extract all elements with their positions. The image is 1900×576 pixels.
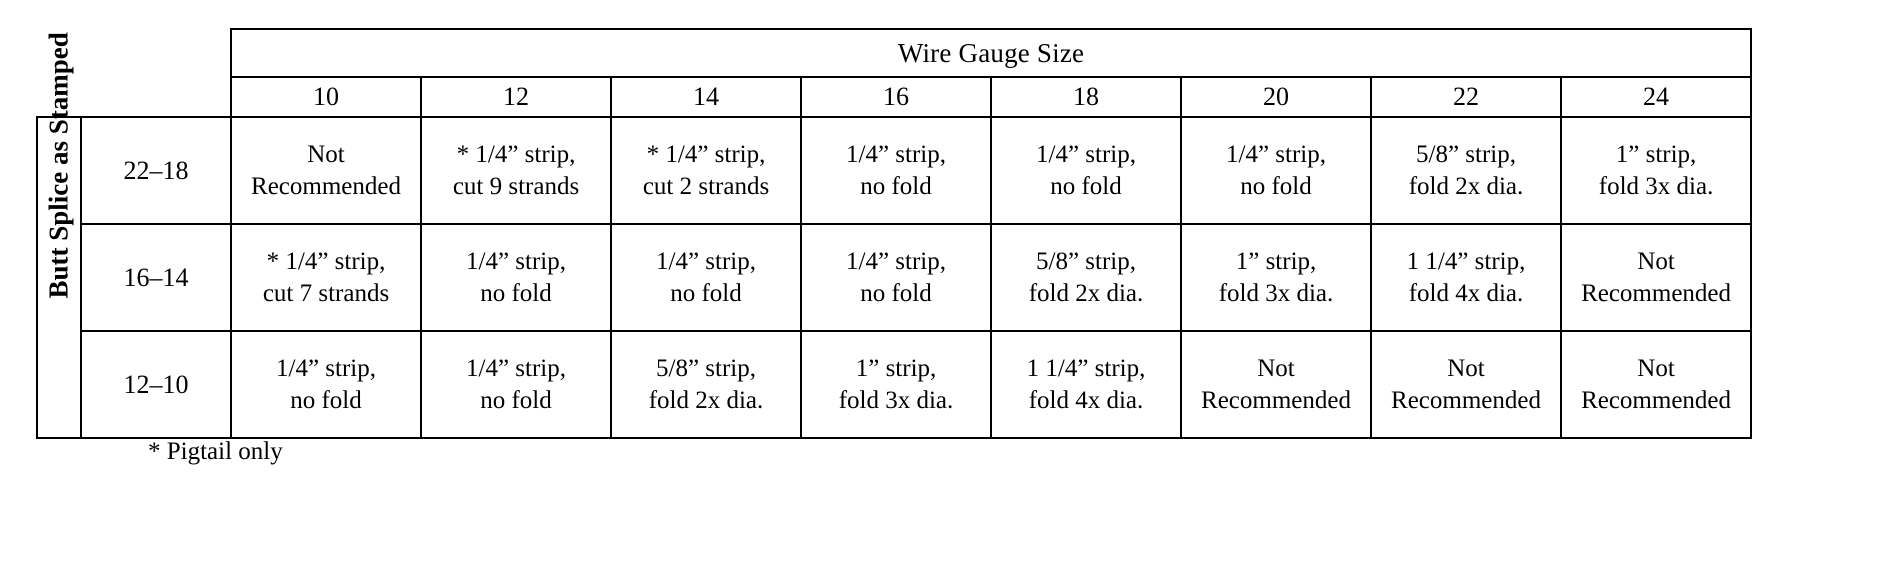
cell-line-2: no fold (860, 172, 932, 200)
cell-12-10-gauge-22: Not Recommended (1370, 330, 1562, 439)
cell-line-1: 1” strip, (1235, 248, 1317, 276)
cell-16-14-gauge-18: 5/8” strip, fold 2x dia. (990, 223, 1182, 332)
cell-line-2: no fold (480, 386, 552, 414)
cell-line-1: 1” strip, (1615, 141, 1697, 169)
cell-12-10-gauge-24: Not Recommended (1559, 330, 1753, 439)
cell-line-2: Recommended (1201, 386, 1351, 414)
cell-line-1: 5/8” strip, (1036, 248, 1136, 276)
cell-line-2: no fold (670, 279, 742, 307)
cell-line-2: cut 2 strands (642, 172, 770, 200)
cell-line-1: 1/4” strip, (846, 248, 946, 276)
cell-16-14-gauge-10: * 1/4” strip, cut 7 strands (230, 223, 422, 332)
cell-22-18-gauge-22: 5/8” strip, fold 2x dia. (1370, 116, 1562, 225)
footnote-pigtail-only: * Pigtail only (148, 438, 283, 465)
column-header-gauge-16: 16 (800, 76, 992, 118)
cell-line-1: * 1/4” strip, (266, 248, 386, 276)
column-header-gauge-14: 14 (610, 76, 802, 118)
corner-blank-mid-rowlabel (81, 77, 231, 117)
table-row: Butt Splice as Stamped 22–18 Not Recomme… (36, 32, 1753, 439)
cell-line-1: * 1/4” strip, (646, 141, 766, 169)
cell-16-14-gauge-16: 1/4” strip, no fold (800, 223, 992, 332)
cell-line-2: no fold (1050, 172, 1122, 200)
cell-line-2: no fold (290, 386, 362, 414)
gauge-header-row: 10 12 14 16 18 20 22 24 (37, 76, 1753, 118)
cell-line-1: 1/4” strip, (656, 248, 756, 276)
row-header-12-10: 12–10 (80, 330, 232, 439)
column-header-gauge-24: 24 (1559, 76, 1753, 118)
cell-line-1: 1/4” strip, (276, 355, 376, 383)
cell-12-10-gauge-20: Not Recommended (1180, 330, 1372, 439)
wire-gauge-table-wrapper: Wire Gauge Size 10 12 14 16 18 20 22 24 (36, 28, 1753, 439)
cell-line-2: fold 4x dia. (1408, 279, 1524, 307)
cell-12-10-gauge-14: 5/8” strip, fold 2x dia. (610, 330, 802, 439)
table-row: 12–10 1/4” strip, no fold 1/4” strip, no… (37, 330, 1753, 439)
cell-line-2: fold 2x dia. (1408, 172, 1524, 200)
table-row: 16–14 * 1/4” strip, cut 7 strands 1/4” s… (37, 223, 1753, 332)
row-header-22-18: 22–18 (80, 116, 232, 225)
cell-line-1: 1” strip, (855, 355, 937, 383)
cell-12-10-gauge-18: 1 1/4” strip, fold 4x dia. (990, 330, 1182, 439)
cell-line-1: Not (1637, 248, 1675, 276)
cell-line-2: Recommended (1581, 386, 1732, 414)
cell-line-1: Not (1637, 355, 1675, 383)
cell-line-2: fold 3x dia. (838, 386, 954, 414)
cell-line-1: Not (1447, 355, 1485, 383)
cell-line-1: 1/4” strip, (846, 141, 946, 169)
cell-22-18-gauge-16: 1/4” strip, no fold (800, 116, 992, 225)
cell-16-14-gauge-20: 1” strip, fold 3x dia. (1180, 223, 1372, 332)
column-header-gauge-10: 10 (230, 76, 422, 118)
cell-12-10-gauge-10: 1/4” strip, no fold (230, 330, 422, 439)
side-label-butt-splice-as-stamped: Butt Splice as Stamped (36, 32, 82, 439)
cell-22-18-gauge-10: Not Recommended (230, 116, 422, 225)
cell-22-18-gauge-24: 1” strip, fold 3x dia. (1559, 116, 1753, 225)
cell-line-1: 5/8” strip, (1416, 141, 1516, 169)
cell-line-2: fold 2x dia. (1028, 279, 1144, 307)
column-header-gauge-22: 22 (1370, 76, 1562, 118)
column-header-gauge-20: 20 (1180, 76, 1372, 118)
cell-line-1: * 1/4” strip, (456, 141, 576, 169)
wire-gauge-specification-table: Wire Gauge Size 10 12 14 16 18 20 22 24 (36, 28, 1753, 439)
table-banner-row: Wire Gauge Size (37, 28, 1753, 78)
cell-22-18-gauge-20: 1/4” strip, no fold (1180, 116, 1372, 225)
column-header-gauge-18: 18 (990, 76, 1182, 118)
table-title-wire-gauge-size: Wire Gauge Size (229, 28, 1753, 78)
cell-line-1: 1/4” strip, (1036, 141, 1136, 169)
cell-line-2: Recommended (1581, 279, 1732, 307)
cell-line-2: fold 3x dia. (1598, 172, 1714, 200)
cell-22-18-gauge-14: * 1/4” strip, cut 2 strands (610, 116, 802, 225)
cell-line-2: no fold (480, 279, 552, 307)
cell-line-2: fold 4x dia. (1028, 386, 1144, 414)
cell-line-2: cut 7 strands (262, 279, 390, 307)
cell-line-1: 1 1/4” strip, (1406, 248, 1526, 276)
cell-line-1: Not (307, 141, 345, 169)
cell-22-18-gauge-12: * 1/4” strip, cut 9 strands (420, 116, 612, 225)
cell-line-1: 1 1/4” strip, (1026, 355, 1146, 383)
cell-line-2: Recommended (1391, 386, 1541, 414)
cell-line-1: 1/4” strip, (466, 355, 566, 383)
corner-blank-top-rowlabel (81, 29, 231, 77)
cell-line-2: no fold (860, 279, 932, 307)
cell-16-14-gauge-12: 1/4” strip, no fold (420, 223, 612, 332)
cell-line-2: no fold (1240, 172, 1312, 200)
row-header-16-14: 16–14 (80, 223, 232, 332)
cell-line-2: fold 3x dia. (1218, 279, 1334, 307)
cell-line-2: cut 9 strands (452, 172, 580, 200)
cell-16-14-gauge-24: Not Recommended (1559, 223, 1753, 332)
cell-line-1: 1/4” strip, (1226, 141, 1326, 169)
cell-line-2: fold 2x dia. (648, 386, 764, 414)
side-label-text: Butt Splice as Stamped (43, 32, 74, 299)
cell-12-10-gauge-12: 1/4” strip, no fold (420, 330, 612, 439)
cell-16-14-gauge-22: 1 1/4” strip, fold 4x dia. (1370, 223, 1562, 332)
cell-line-1: 5/8” strip, (656, 355, 756, 383)
cell-12-10-gauge-16: 1” strip, fold 3x dia. (800, 330, 992, 439)
column-header-gauge-12: 12 (420, 76, 612, 118)
cell-line-1: 1/4” strip, (466, 248, 566, 276)
cell-22-18-gauge-18: 1/4” strip, no fold (990, 116, 1182, 225)
cell-line-2: Recommended (251, 172, 401, 200)
cell-16-14-gauge-14: 1/4” strip, no fold (610, 223, 802, 332)
cell-line-1: Not (1257, 355, 1295, 383)
